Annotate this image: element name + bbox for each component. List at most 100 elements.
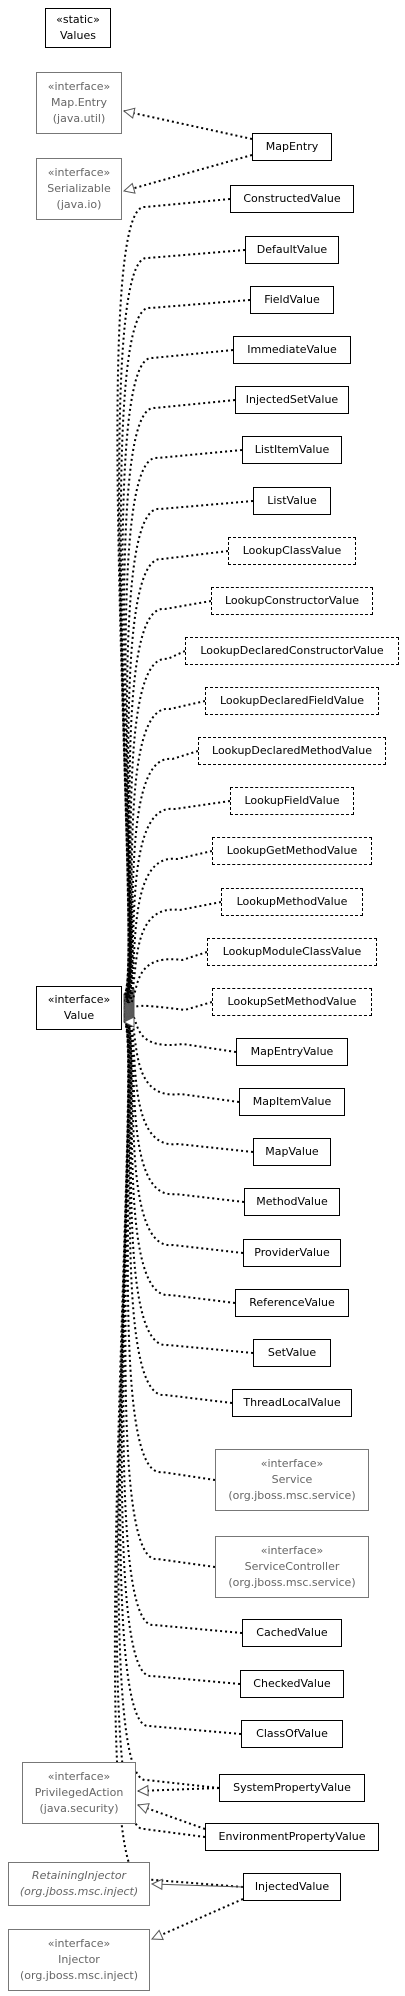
lookup-declared-method-value-box[interactable]: LookupDeclaredMethodValue [198, 737, 386, 765]
list-value-name: ListValue [267, 494, 317, 507]
value-name: Value [63, 1009, 95, 1022]
edge-checked-value-to-value [120, 1019, 241, 1685]
thread-local-value-name: ThreadLocalValue [243, 1396, 341, 1409]
map-entry-class-box[interactable]: MapEntry [252, 133, 332, 161]
serializable-interface-box[interactable]: «interface» Serializable (java.io) [36, 158, 122, 220]
retaining-injector-name: RetainingInjector [31, 1869, 127, 1882]
thread-local-value-box[interactable]: ThreadLocalValue [232, 1389, 352, 1417]
injected-set-value-box[interactable]: InjectedSetValue [235, 386, 349, 414]
cached-value-name: CachedValue [256, 1626, 328, 1639]
service-name: Service [271, 1473, 313, 1486]
constructed-value-box[interactable]: ConstructedValue [230, 185, 354, 213]
values-name: Values [60, 29, 96, 42]
service-interface-box[interactable]: «interface» Service (org.jboss.msc.servi… [215, 1449, 369, 1511]
default-value-name: DefaultValue [256, 243, 328, 256]
lookup-module-class-value-box[interactable]: LookupModuleClassValue [207, 938, 377, 966]
service-controller-interface-box[interactable]: «interface» ServiceController (org.jboss… [215, 1536, 369, 1598]
privileged-action-stereotype: «interface» [47, 1770, 111, 1783]
serializable-name: Serializable [47, 182, 111, 195]
edge-lookup-class-value-to-value [124, 550, 229, 1000]
retaining-injector-class-box[interactable]: RetainingInjector (org.jboss.msc.inject) [8, 1862, 150, 1906]
injector-interface-box[interactable]: «interface» Injector (org.jboss.msc.inje… [8, 1929, 150, 1991]
lookup-declared-field-value-name: LookupDeclaredFieldValue [219, 694, 365, 707]
class-of-value-box[interactable]: ClassOfValue [241, 1720, 343, 1748]
edge-provider-value-to-value [124, 1012, 244, 1254]
service-controller-package: (org.jboss.msc.service) [228, 1576, 356, 1589]
lookup-get-method-value-box[interactable]: LookupGetMethodValue [212, 837, 372, 865]
edge-lookup-constructor-value-to-value [124, 600, 212, 1001]
lookup-set-method-value-box[interactable]: LookupSetMethodValue [212, 988, 372, 1016]
reference-value-box[interactable]: ReferenceValue [235, 1289, 349, 1317]
map-entry-stereotype: «interface» [47, 80, 111, 93]
default-value-box[interactable]: DefaultValue [245, 236, 339, 264]
edge-map-value-to-value [124, 1011, 254, 1153]
lookup-method-value-name: LookupMethodValue [236, 895, 348, 908]
system-property-value-name: SystemPropertyValue [233, 1781, 351, 1794]
privileged-action-interface-box[interactable]: «interface» PrivilegedAction (java.secur… [22, 1762, 136, 1824]
method-value-name: MethodValue [256, 1195, 328, 1208]
edge-injected-set-value-to-value [124, 399, 236, 998]
values-class-box[interactable]: «static» Values [45, 8, 111, 48]
lookup-field-value-name: LookupFieldValue [244, 794, 340, 807]
provider-value-name: ProviderValue [254, 1246, 330, 1259]
edge-map-entry-to-map-entry-interface [124, 111, 253, 140]
lookup-class-value-box[interactable]: LookupClassValue [228, 537, 356, 565]
set-value-box[interactable]: SetValue [253, 1339, 331, 1367]
injector-name: Injector [58, 1953, 100, 1966]
serializable-stereotype: «interface» [47, 166, 111, 179]
service-controller-name: ServiceController [244, 1560, 340, 1573]
edge-system-property-value-to-privileged-action [138, 1788, 220, 1791]
environment-property-value-box[interactable]: EnvironmentPropertyValue [205, 1823, 379, 1851]
edge-lookup-module-class-value-to-value [124, 951, 208, 1007]
list-item-value-name: ListItemValue [254, 443, 330, 456]
injected-value-box[interactable]: InjectedValue [243, 1873, 341, 1901]
lookup-declared-constructor-value-box[interactable]: LookupDeclaredConstructorValue [185, 637, 399, 665]
lookup-get-method-value-name: LookupGetMethodValue [226, 844, 358, 857]
map-item-value-box[interactable]: MapItemValue [239, 1088, 345, 1116]
checked-value-box[interactable]: CheckedValue [240, 1670, 344, 1698]
service-controller-stereotype: «interface» [260, 1544, 324, 1557]
field-value-name: FieldValue [264, 293, 320, 306]
edge-lookup-get-method-value-to-value [124, 850, 213, 1005]
method-value-box[interactable]: MethodValue [244, 1188, 340, 1216]
edge-map-entry-to-serializable [124, 154, 253, 191]
lookup-field-value-box[interactable]: LookupFieldValue [230, 787, 354, 815]
map-value-box[interactable]: MapValue [253, 1138, 331, 1166]
lookup-method-value-box[interactable]: LookupMethodValue [221, 888, 363, 916]
edge-thread-local-value-to-value [124, 1015, 233, 1404]
injector-stereotype: «interface» [47, 1937, 111, 1950]
edge-method-value-to-value [124, 1012, 245, 1203]
lookup-constructor-value-box[interactable]: LookupConstructorValue [211, 587, 373, 615]
immediate-value-name: ImmediateValue [247, 343, 337, 356]
lookup-declared-field-value-box[interactable]: LookupDeclaredFieldValue [205, 687, 379, 715]
values-stereotype: «static» [56, 13, 100, 26]
list-value-box[interactable]: ListValue [253, 487, 331, 515]
edge-list-item-value-to-value [124, 449, 243, 998]
list-item-value-box[interactable]: ListItemValue [242, 436, 342, 464]
map-entry-interface-box[interactable]: «interface» Map.Entry (java.util) [36, 72, 122, 134]
edge-injected-value-to-retaining-injector [152, 1884, 244, 1887]
injected-value-name: InjectedValue [254, 1880, 330, 1893]
map-entry-value-name: MapEntryValue [250, 1045, 334, 1058]
cached-value-box[interactable]: CachedValue [242, 1619, 342, 1647]
service-stereotype: «interface» [260, 1457, 324, 1470]
privileged-action-name: PrivilegedAction [34, 1786, 124, 1799]
edge-default-value-to-value [118, 249, 246, 995]
edge-lookup-set-method-value-to-value [124, 1001, 213, 1010]
immediate-value-box[interactable]: ImmediateValue [233, 336, 351, 364]
lookup-declared-method-value-name: LookupDeclaredMethodValue [212, 744, 372, 757]
class-of-value-name: ClassOfValue [256, 1727, 328, 1740]
edge-map-entry-value-to-value [124, 1009, 237, 1053]
lookup-constructor-value-name: LookupConstructorValue [224, 594, 360, 607]
injected-set-value-name: InjectedSetValue [245, 393, 339, 406]
checked-value-name: CheckedValue [253, 1677, 331, 1690]
system-property-value-box[interactable]: SystemPropertyValue [219, 1774, 365, 1802]
field-value-box[interactable]: FieldValue [250, 286, 334, 314]
edge-environment-property-value-to-privileged-action [138, 1805, 206, 1830]
map-entry-value-box[interactable]: MapEntryValue [236, 1038, 348, 1066]
edge-system-property-value-to-value [117, 1020, 220, 1789]
edge-lookup-declared-method-value-to-value [124, 750, 199, 1004]
provider-value-box[interactable]: ProviderValue [243, 1239, 341, 1267]
edge-lookup-declared-constructor-value-to-value [124, 650, 186, 1002]
value-interface-box[interactable]: «interface» Value [36, 986, 122, 1030]
